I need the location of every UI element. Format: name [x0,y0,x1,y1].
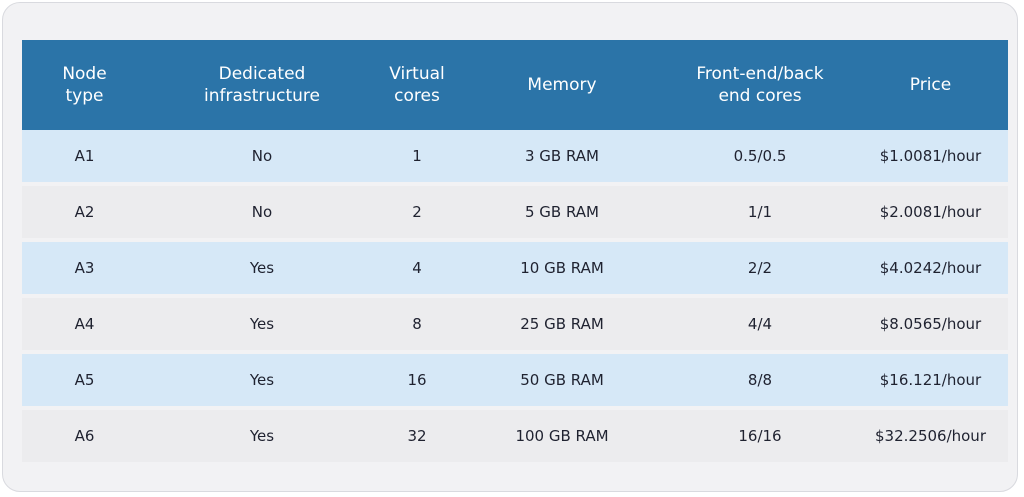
cell-node-type: A6 [74,427,95,445]
header-price: Price [909,75,952,95]
pricing-table: Node type Dedicated infrastructure Virtu… [22,40,1008,462]
cell-memory: 10 GB RAM [520,259,604,277]
table-row: A4 Yes 8 25 GB RAM 4/4 $8.0565/hour [22,298,1008,350]
table-row: A1 No 1 3 GB RAM 0.5/0.5 $1.0081/hour [22,130,1008,182]
header-front-back-cores: Front-end/back end cores [696,64,824,106]
cell-node-type: A1 [74,147,95,165]
cell-price: $2.0081/hour [879,203,982,221]
cell-memory: 3 GB RAM [524,147,599,165]
cell-node-type: A4 [74,315,95,333]
header-node-type: Node type [62,64,107,106]
table-header: Node type Dedicated infrastructure Virtu… [22,40,1008,130]
cell-price: $32.2506/hour [875,427,986,445]
cell-front-back-cores: 16/16 [738,427,782,445]
cell-dedicated: Yes [249,259,275,277]
cell-virtual-cores: 8 [412,315,422,333]
header-virtual-cores: Virtual cores [389,64,445,106]
cell-price: $1.0081/hour [879,147,982,165]
cell-price: $16.121/hour [879,371,982,389]
table-body: A1 No 1 3 GB RAM 0.5/0.5 $1.0081/hour A2… [22,130,1008,462]
cell-node-type: A3 [74,259,95,277]
cell-front-back-cores: 8/8 [747,371,773,389]
cell-front-back-cores: 1/1 [747,203,773,221]
cell-dedicated: Yes [249,427,275,445]
cell-price: $4.0242/hour [879,259,982,277]
cell-dedicated: No [251,147,273,165]
cell-memory: 25 GB RAM [520,315,604,333]
cell-dedicated: Yes [249,371,275,389]
table-row: A5 Yes 16 50 GB RAM 8/8 $16.121/hour [22,354,1008,406]
table-row: A6 Yes 32 100 GB RAM 16/16 $32.2506/hour [22,410,1008,462]
cell-virtual-cores: 1 [412,147,422,165]
header-dedicated-infrastructure: Dedicated infrastructure [203,64,321,106]
cell-front-back-cores: 2/2 [747,259,773,277]
cell-node-type: A2 [74,203,95,221]
cell-memory: 5 GB RAM [524,203,599,221]
cell-node-type: A5 [74,371,95,389]
cell-virtual-cores: 16 [407,371,427,389]
cell-front-back-cores: 4/4 [747,315,773,333]
header-memory: Memory [527,75,597,95]
cell-virtual-cores: 4 [412,259,422,277]
cell-memory: 50 GB RAM [520,371,604,389]
cell-dedicated: No [251,203,273,221]
cell-price: $8.0565/hour [879,315,982,333]
cell-virtual-cores: 32 [407,427,427,445]
card-container: Node type Dedicated infrastructure Virtu… [2,2,1018,492]
cell-virtual-cores: 2 [412,203,422,221]
table-row: A3 Yes 4 10 GB RAM 2/2 $4.0242/hour [22,242,1008,294]
cell-dedicated: Yes [249,315,275,333]
cell-memory: 100 GB RAM [515,427,609,445]
cell-front-back-cores: 0.5/0.5 [733,147,787,165]
table-row: A2 No 2 5 GB RAM 1/1 $2.0081/hour [22,186,1008,238]
